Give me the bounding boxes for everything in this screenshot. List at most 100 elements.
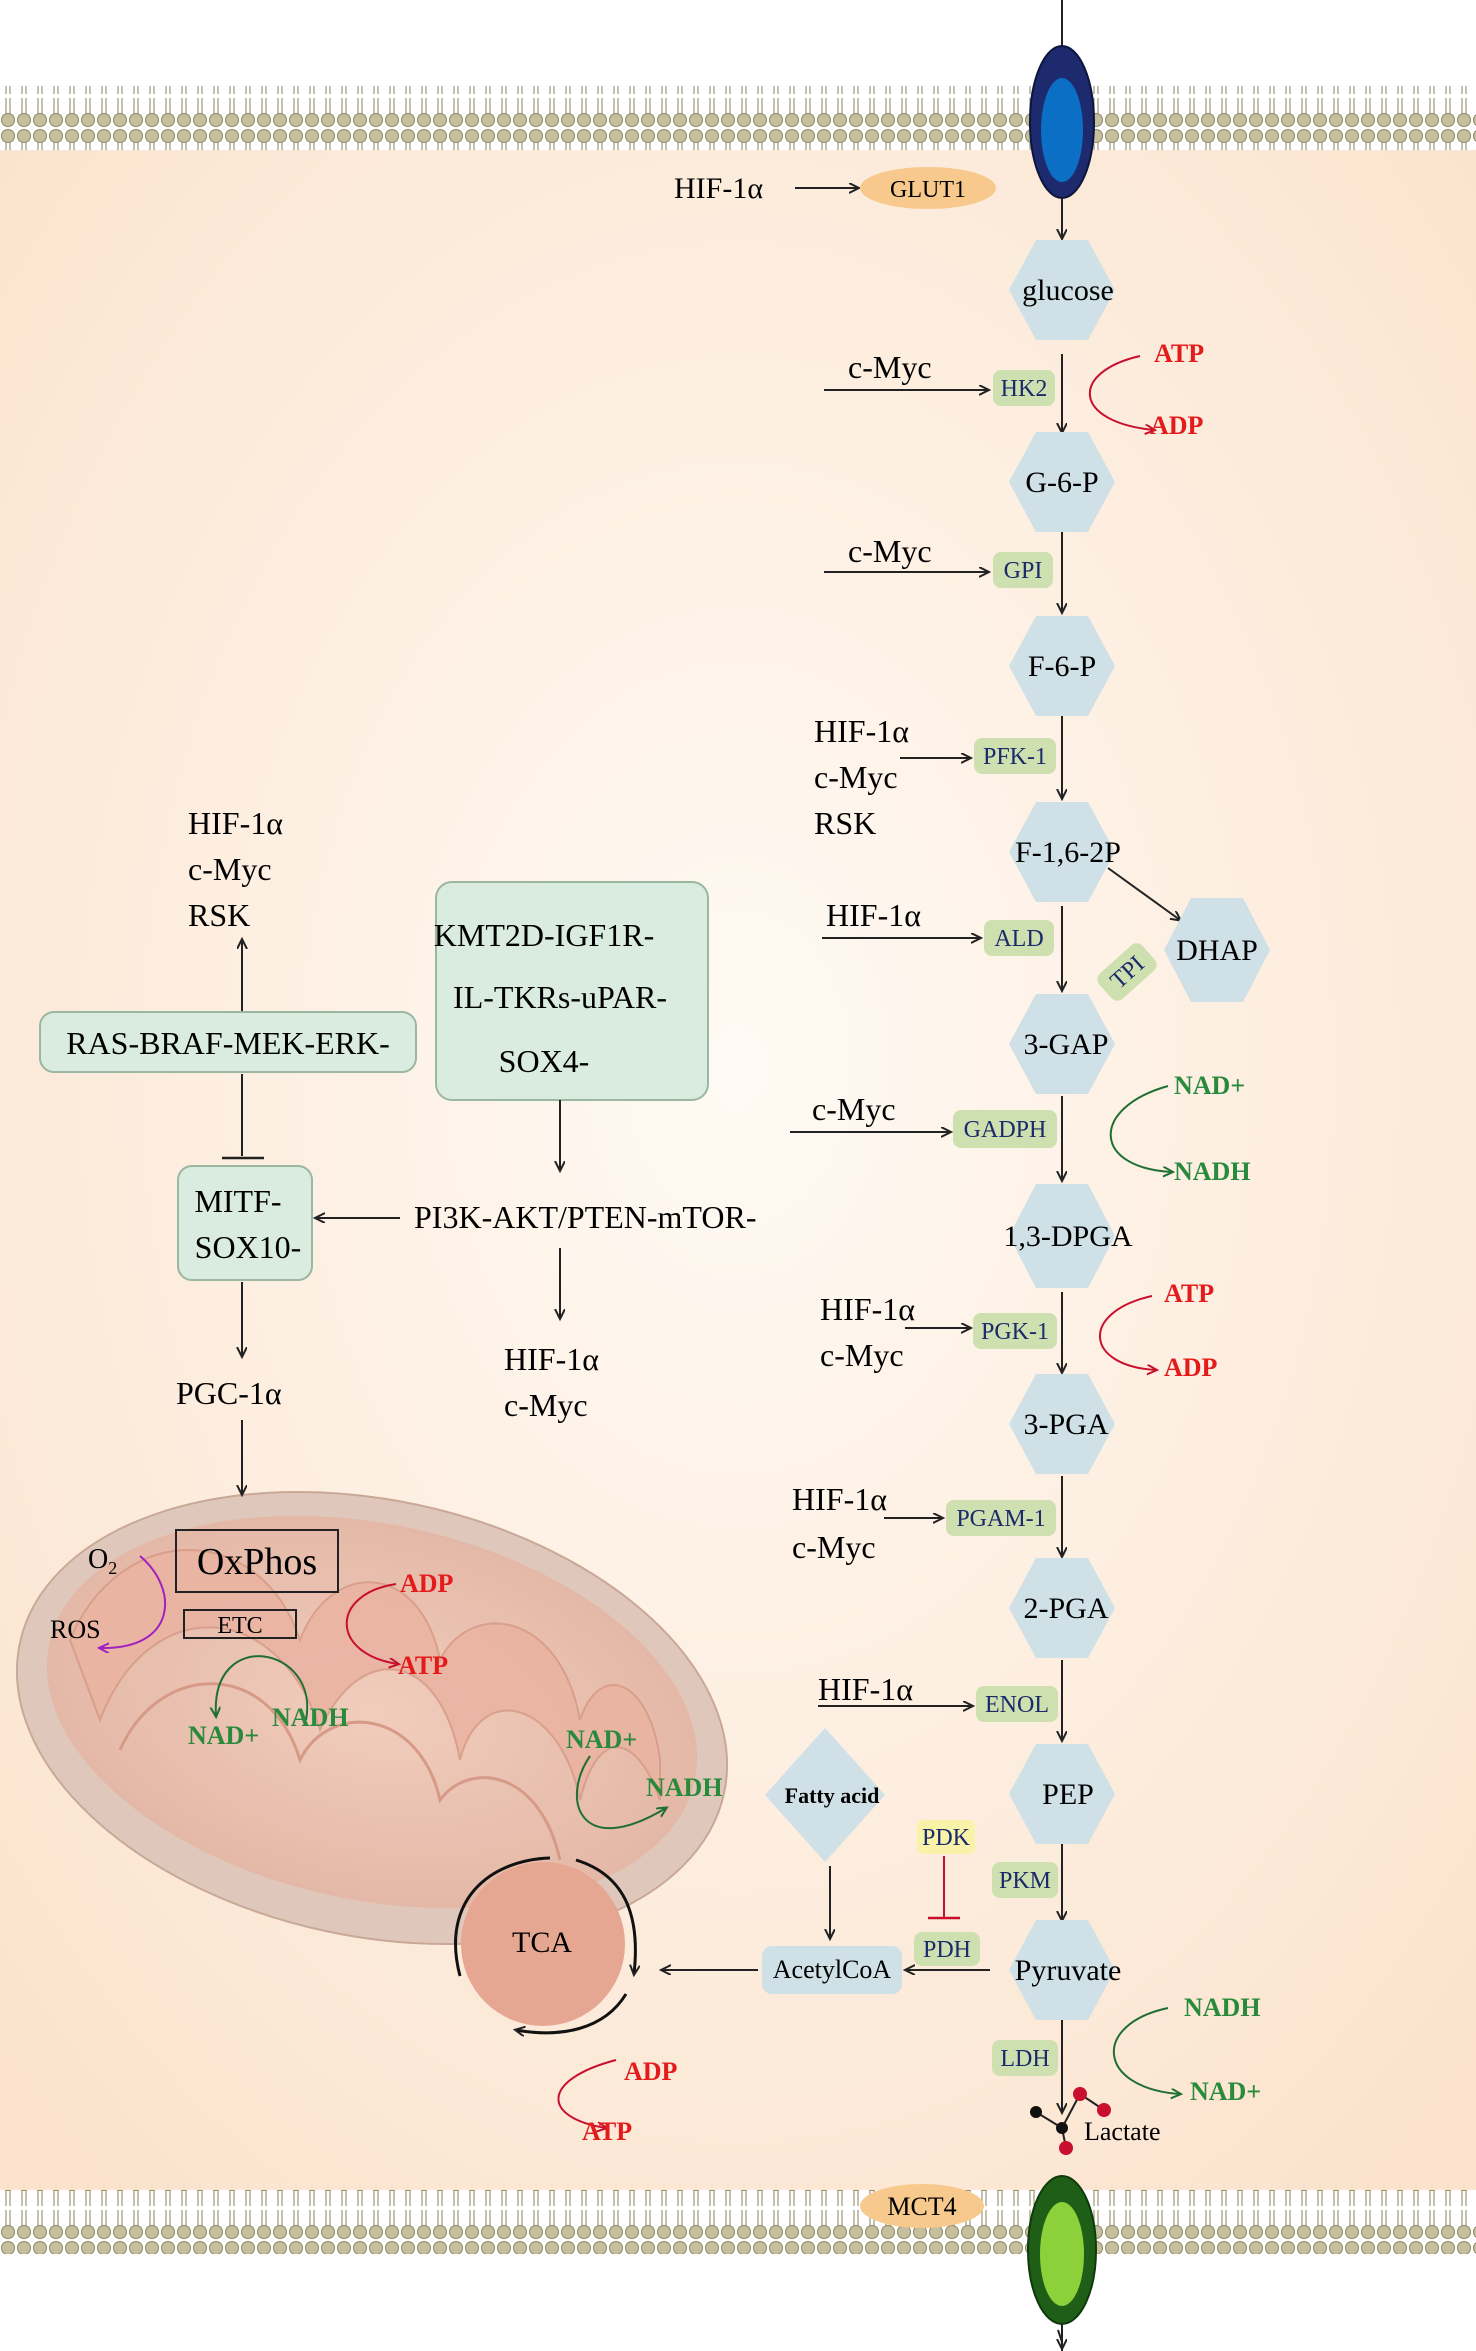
- dpga-label: 1,3-DPGA: [1003, 1220, 1133, 1253]
- gpi-label: GPI: [1004, 558, 1043, 584]
- dhap-label: DHAP: [1176, 934, 1258, 967]
- adp-label-tca: ADP: [624, 2057, 678, 2086]
- ldh-label: LDH: [1000, 2046, 1049, 2072]
- mitf-box: [177, 1165, 313, 1281]
- mitf-line-2: SOX10-: [195, 1229, 302, 1265]
- pdk-box: [917, 1820, 975, 1854]
- nad-label-etc: NAD+: [188, 1721, 259, 1750]
- f16p-node: [1009, 802, 1115, 902]
- nadh-label-etc: NADH: [272, 1703, 349, 1732]
- nadh-label-1: NADH: [1174, 1157, 1251, 1186]
- oxphos-box: [175, 1529, 339, 1593]
- top-membrane: [0, 86, 1476, 150]
- pfk1-regulator-cmyc: c-Myc: [814, 759, 898, 795]
- atp-label-1: ATP: [1154, 339, 1204, 368]
- bottom-membrane: [0, 2190, 1476, 2254]
- nadh-label-3: NADH: [1184, 1993, 1261, 2022]
- glucose-node: [1009, 240, 1115, 340]
- oxphos-label: OxPhos: [197, 1541, 317, 1583]
- hk2-regulator: c-Myc: [848, 349, 932, 385]
- pgam1-regulator-hif: HIF-1α: [792, 1481, 887, 1517]
- glut1-text: GLUT1: [890, 177, 966, 203]
- pgk1-regulator-cmyc: c-Myc: [820, 1337, 904, 1373]
- pgc-label: PGC-1α: [176, 1375, 282, 1411]
- f6p-label: F-6-P: [1028, 650, 1096, 683]
- mitf-line-1: MITF-: [194, 1183, 281, 1219]
- pdh-label: PDH: [923, 1937, 971, 1963]
- pi3k-label: PI3K-AKT/PTEN-mTOR-: [414, 1199, 757, 1235]
- lactate-label: Lactate: [1084, 2117, 1161, 2146]
- gadph-box: [953, 1110, 1057, 1148]
- fatty-acid-node: [765, 1728, 885, 1862]
- pga2-label: 2-PGA: [1023, 1592, 1108, 1625]
- pgam1-label: PGAM-1: [956, 1506, 1045, 1532]
- pi3k-cmyc-label: c-Myc: [504, 1387, 588, 1423]
- glut1-transporter: [1029, 45, 1095, 199]
- pyruvate-label: Pyruvate: [1015, 1954, 1122, 1987]
- ras-box: [39, 1011, 417, 1073]
- nadh-label-tca: NADH: [646, 1773, 723, 1802]
- mct4-transporter: [1027, 2175, 1097, 2325]
- top-rsk-label: RSK: [188, 897, 250, 933]
- gpi-regulator: c-Myc: [848, 533, 932, 569]
- ldh-box: [992, 2040, 1058, 2076]
- pfk1-regulator-hif: HIF-1α: [814, 713, 909, 749]
- ald-label: ALD: [994, 926, 1043, 952]
- nad-label-1: NAD+: [1174, 1071, 1245, 1100]
- pgam1-regulator-cmyc: c-Myc: [792, 1529, 876, 1565]
- pga2-node: [1009, 1558, 1115, 1658]
- pi3k-hif-label: HIF-1α: [504, 1341, 599, 1377]
- enol-box: [976, 1686, 1058, 1722]
- tca-label: TCA: [512, 1926, 572, 1959]
- acetylcoa-label: AcetylCoA: [773, 1955, 892, 1984]
- ras-label: RAS-BRAF-MEK-ERK-: [66, 1025, 390, 1061]
- g6p-label: G-6-P: [1025, 466, 1098, 499]
- pgam1-box: [946, 1500, 1056, 1536]
- top-hif-label: HIF-1α: [188, 805, 283, 841]
- fatty-acid-label: Fatty acid: [785, 1783, 880, 1808]
- hk2-box: [993, 370, 1055, 406]
- ald-regulator: HIF-1α: [826, 897, 921, 933]
- pkm-label: PKM: [999, 1868, 1051, 1894]
- kmt-line-2: IL-TKRs-uPAR-: [453, 979, 667, 1015]
- glut1-label: [860, 167, 996, 209]
- pdh-box: [914, 1932, 980, 1966]
- f16p-label: F-1,6-2P: [1015, 836, 1121, 869]
- top-cmyc-label: c-Myc: [188, 851, 272, 887]
- gap-node: [1009, 994, 1115, 1094]
- hk2-label: HK2: [1001, 376, 1048, 402]
- acetylcoa-box: [762, 1946, 902, 1994]
- adp-label-1: ADP: [1150, 411, 1204, 440]
- ros-label: ROS: [50, 1615, 101, 1644]
- dhap-node: [1164, 898, 1270, 1002]
- gadph-regulator: c-Myc: [812, 1091, 896, 1127]
- tca-cycle: [461, 1862, 625, 2026]
- atp-label-2: ATP: [1164, 1279, 1214, 1308]
- glucose-label: glucose: [1022, 274, 1114, 307]
- nad-label-3: NAD+: [1190, 2077, 1261, 2106]
- glut1-regulator: HIF-1α: [674, 172, 763, 205]
- mct4-text: MCT4: [887, 2192, 956, 2221]
- atp-label-tca: ATP: [582, 2117, 632, 2146]
- gadph-label: GADPH: [964, 1117, 1047, 1143]
- mct4-label: [860, 2184, 984, 2228]
- kmt-line-1: KMT2D-IGF1R-: [434, 917, 654, 953]
- pgk1-box: [973, 1313, 1057, 1349]
- pep-node: [1009, 1744, 1115, 1844]
- adp-label-ox: ADP: [400, 1569, 454, 1598]
- nad-label-tca: NAD+: [566, 1725, 637, 1754]
- pep-label: PEP: [1042, 1778, 1094, 1811]
- mitochondrion: [15, 1491, 729, 1945]
- kmt-line-3: SOX4-: [499, 1043, 590, 1079]
- adp-label-2: ADP: [1164, 1353, 1218, 1382]
- o2-label: O2: [88, 1544, 117, 1578]
- f6p-node: [1009, 616, 1115, 716]
- etc-box: [183, 1609, 297, 1639]
- pyruvate-node: [1009, 1920, 1115, 2020]
- pdk-label: PDK: [922, 1825, 971, 1851]
- pgk1-label: PGK-1: [981, 1319, 1049, 1345]
- kmt2d-box: [435, 881, 709, 1101]
- pkm-box: [992, 1862, 1058, 1898]
- etc-label: ETC: [217, 1613, 262, 1639]
